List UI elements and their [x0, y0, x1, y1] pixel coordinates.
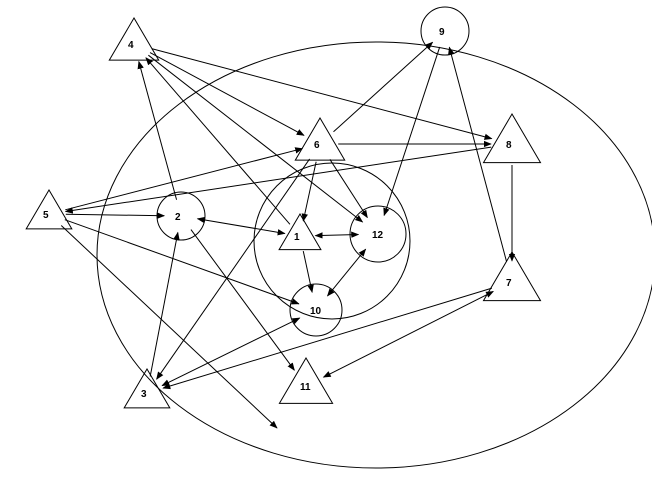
node-3-triangle	[123, 368, 171, 409]
node-8-label: 8	[506, 140, 512, 151]
node-8-triangle	[482, 113, 542, 164]
node-2: 2	[156, 191, 206, 241]
edge-7-3	[162, 287, 493, 390]
edge-9-12	[383, 46, 441, 217]
edge-4-8	[151, 48, 493, 140]
node-8: 8	[482, 113, 542, 164]
edge-6-1	[301, 161, 317, 222]
node-10-label: 10	[310, 306, 322, 317]
edge-5-6	[65, 147, 304, 211]
node-7: 7	[482, 251, 542, 302]
edge-1-10	[302, 250, 314, 293]
edge-5-10	[64, 219, 300, 305]
node-2-circle	[156, 191, 206, 241]
node-6: 6	[294, 117, 346, 161]
edge-7-11	[322, 291, 494, 378]
edge-2-4	[137, 60, 178, 200]
node-12: 12	[349, 205, 407, 263]
edge-6-9	[333, 41, 434, 133]
node-10-circle	[289, 283, 343, 337]
node-1-label: 1	[294, 232, 300, 243]
edge-3-10	[161, 317, 301, 387]
node-5: 5	[25, 189, 73, 230]
outer-ellipse	[96, 41, 652, 469]
edge-1-4	[145, 57, 291, 225]
node-1-triangle	[278, 213, 322, 251]
node-4-label: 4	[128, 40, 134, 51]
node-11-triangle	[278, 357, 334, 404]
edge-8-5	[64, 146, 492, 214]
node-4-triangle	[108, 17, 160, 61]
node-9-circle	[420, 6, 470, 56]
node-9-label: 9	[439, 27, 445, 38]
node-7-label: 7	[506, 278, 512, 289]
node-7-triangle	[482, 251, 542, 302]
node-2-label: 2	[175, 212, 181, 223]
edge-2-1	[196, 216, 286, 236]
edge-3-2	[149, 231, 180, 377]
node-5-label: 5	[43, 210, 49, 221]
node-1: 1	[278, 213, 322, 251]
node-3: 3	[123, 368, 171, 409]
edge-10-12	[326, 248, 367, 297]
node-9: 9	[420, 6, 470, 56]
edge-5-2	[65, 212, 166, 219]
edge-1-12	[314, 231, 360, 239]
node-6-label: 6	[314, 140, 320, 151]
node-11: 11	[278, 357, 334, 404]
node-12-label: 12	[372, 230, 384, 241]
node-11-label: 11	[300, 382, 311, 393]
node-10: 10	[289, 283, 343, 337]
edge-4-6	[149, 52, 305, 136]
edge-9-7	[448, 46, 508, 262]
node-12-circle	[349, 205, 407, 263]
edges-layer	[60, 41, 516, 429]
node-6-triangle	[294, 117, 346, 161]
node-4: 4	[108, 17, 160, 61]
node-5-triangle	[25, 189, 73, 230]
node-3-label: 3	[141, 389, 147, 400]
edge-6-12	[329, 159, 368, 219]
edge-2-11	[190, 229, 295, 371]
edge-4-12	[148, 54, 364, 223]
